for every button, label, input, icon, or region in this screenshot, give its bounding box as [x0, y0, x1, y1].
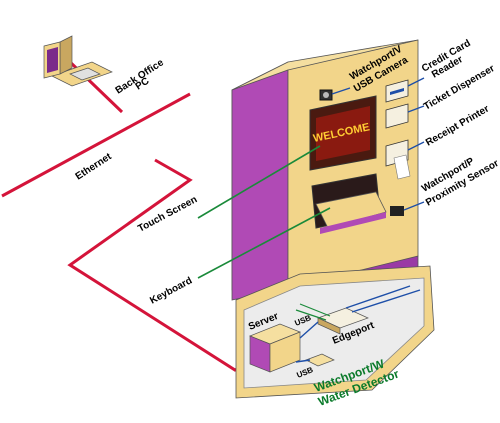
pc-monitor-side: [59, 35, 73, 75]
usb-cable-reader: [345, 285, 411, 309]
usb-cables: [295, 285, 421, 363]
pc-monitor-screen: [47, 47, 58, 73]
ticket-dispenser-leader: [407, 105, 425, 113]
back-office-pc: [43, 35, 113, 87]
receipt-printer-label: Receipt Printer: [424, 103, 491, 148]
pc-keyboard: [69, 67, 101, 81]
keyboard-tray: [320, 212, 386, 234]
usb-cable-water: [295, 359, 311, 363]
ethernet-network: [1, 60, 249, 372]
proximity-leader: [403, 201, 425, 211]
equipment-bay: [235, 265, 435, 399]
device-leaders: [331, 77, 425, 211]
ethernet-label: Ethernet: [74, 151, 115, 183]
usb-cable-server: [299, 321, 319, 339]
receipt-paper: [393, 154, 411, 180]
kiosk-cabinet: WELCOME: [231, 39, 419, 301]
credit-card-slot: [390, 88, 404, 95]
sensor-cables: [295, 303, 331, 321]
touch-screen-label: Touch Screen: [136, 194, 199, 234]
ticket-dispenser: [385, 103, 409, 129]
screen-glow: [316, 106, 370, 161]
kiosk-side-panel: [231, 69, 289, 301]
keyboard-label: Keyboard: [148, 275, 194, 306]
camera-lens: [323, 92, 329, 98]
sensor-cable-2: [295, 309, 327, 321]
receipt-printer-leader: [407, 141, 425, 151]
credit-card-leader: [407, 77, 425, 87]
ethernet-backbone: [1, 92, 191, 198]
proximity-sensor: [390, 206, 404, 216]
leader-lines: [197, 145, 331, 279]
keyboard-leader: [197, 207, 331, 279]
water-detector: [305, 353, 335, 367]
server-side: [269, 331, 301, 373]
usb-cable-camera: [351, 289, 421, 313]
touch-screen-leader: [197, 145, 321, 219]
camera-leader: [331, 87, 351, 95]
sensor-cable-1: [299, 303, 331, 317]
